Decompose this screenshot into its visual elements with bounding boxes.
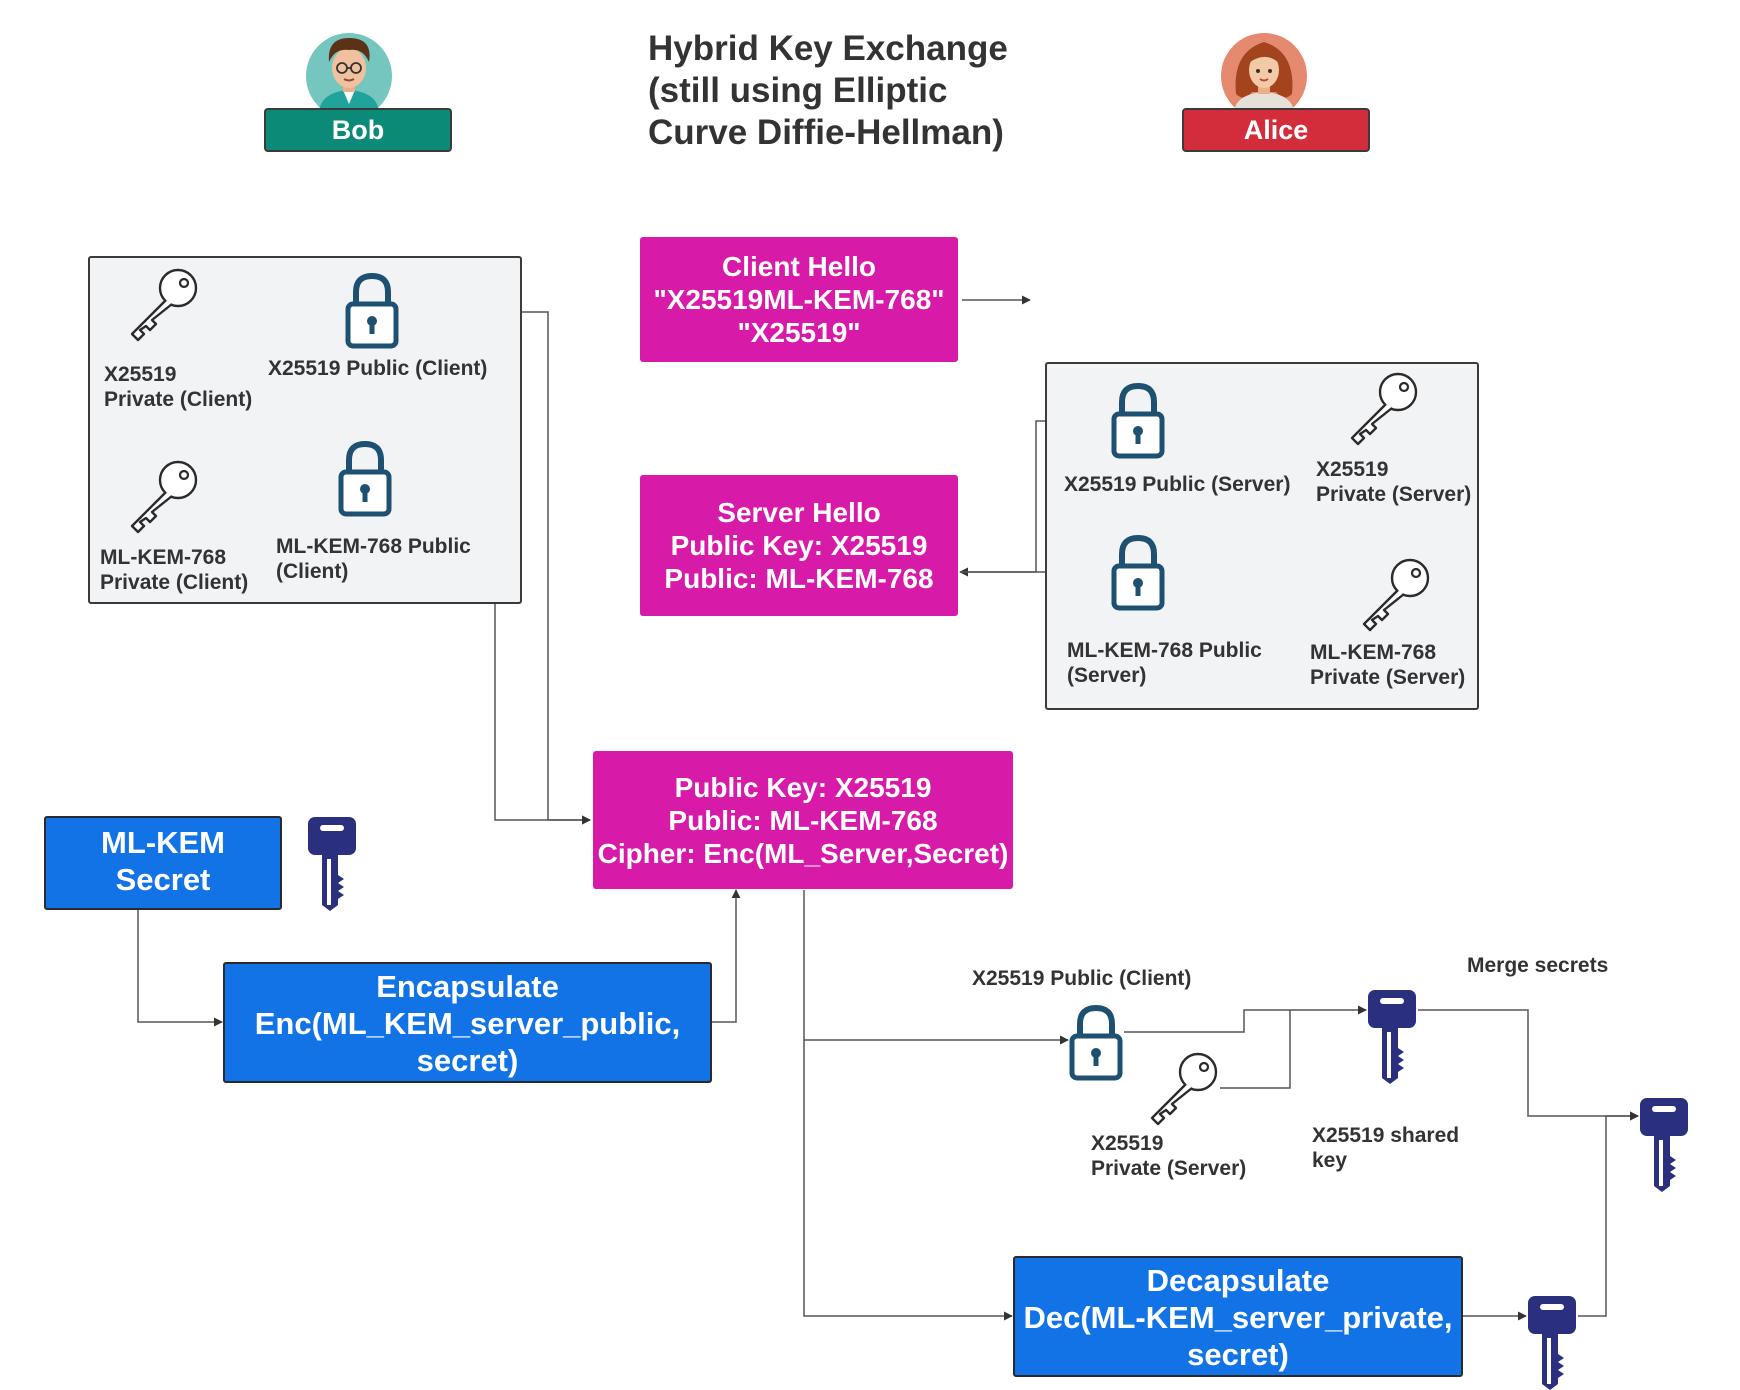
- x25519-private-server-key-icon: [1350, 372, 1418, 446]
- mlkem-private-server-label: ML-KEM-768 Private (Server): [1310, 641, 1466, 689]
- x25519-public-client-derive-lock-icon: [1069, 1004, 1123, 1081]
- x25519-private-client-key-icon: [130, 268, 198, 342]
- mlkem-secret-box: ML-KEM Secret: [44, 816, 282, 910]
- client-key-share-box: Public Key: X25519 Public: ML-KEM-768 Ci…: [593, 751, 1013, 889]
- connector-message-lock: [803, 890, 1069, 1045]
- mlkem-private-server-key-icon: [1362, 558, 1430, 632]
- connector-encapsulate-message: [712, 889, 741, 1023]
- mlkem-private-client-label: ML-KEM-768 Private (Client): [100, 546, 249, 594]
- x25519-private-server-derive-label: X25519 Private (Server): [1091, 1132, 1247, 1180]
- encapsulate-box: Encapsulate Enc(ML_KEM_server_public, se…: [223, 962, 712, 1083]
- client-hello-box: Client Hello "X25519ML-KEM-768" "X25519": [640, 237, 958, 362]
- connector-shared-merge: [1418, 1009, 1639, 1121]
- alice-avatar-icon: [1221, 33, 1307, 119]
- connector-lock-shared: [1124, 1005, 1367, 1033]
- mlkem-public-client-lock-icon: [338, 440, 392, 517]
- server-hello-box: Server Hello Public Key: X25519 Public: …: [640, 475, 958, 616]
- bob-avatar-icon: [306, 33, 392, 119]
- connector-secret-encapsulate: [137, 910, 223, 1027]
- x25519-public-client-lock-icon: [345, 272, 399, 349]
- x25519-private-server-derive-key-icon: [1150, 1052, 1218, 1126]
- x25519-shared-key-label: X25519 shared key: [1312, 1124, 1460, 1172]
- merged-secret-key-icon: [1640, 1098, 1688, 1192]
- mlkem-secret-key-icon: [308, 817, 356, 911]
- x25519-shared-key-icon: [1368, 990, 1416, 1084]
- title-line-2: (still using Elliptic: [648, 71, 948, 110]
- x25519-public-client-derive-label: X25519 Public (Client): [972, 967, 1192, 990]
- mlkem-public-server-lock-icon: [1111, 534, 1165, 611]
- connector-layer: [137, 295, 1639, 1321]
- diagram-title: Hybrid Key Exchange (still using Ellipti…: [648, 28, 1068, 154]
- connector-private-shared: [1220, 1010, 1291, 1089]
- mlkem-public-server-label: ML-KEM-768 Public (Server): [1067, 639, 1262, 687]
- mlkem-private-client-key-icon: [130, 460, 198, 534]
- x25519-private-client-label: X25519 Private (Client): [104, 363, 253, 411]
- decapsulated-secret-key-icon: [1528, 1296, 1576, 1390]
- merge-secrets-label: Merge secrets: [1467, 954, 1609, 977]
- x25519-public-client-label: X25519 Public (Client): [268, 357, 488, 380]
- x25519-public-server-label: X25519 Public (Server): [1064, 473, 1291, 496]
- bob-badge: Bob: [264, 108, 452, 152]
- x25519-public-server-lock-icon: [1111, 382, 1165, 459]
- connector-key-merge: [1578, 1111, 1639, 1317]
- mlkem-public-client-label: ML-KEM-768 Public (Client): [276, 535, 471, 583]
- alice-badge: Alice: [1182, 108, 1370, 152]
- title-line-3: Curve Diffie-Hellman): [648, 113, 1004, 152]
- decapsulate-box: Decapsulate Dec(ML-KEM_server_private, s…: [1013, 1256, 1463, 1377]
- title-line-1: Hybrid Key Exchange: [648, 29, 1008, 68]
- x25519-private-server-label: X25519 Private (Server): [1316, 458, 1472, 506]
- connector-message-decapsulate: [803, 1040, 1013, 1321]
